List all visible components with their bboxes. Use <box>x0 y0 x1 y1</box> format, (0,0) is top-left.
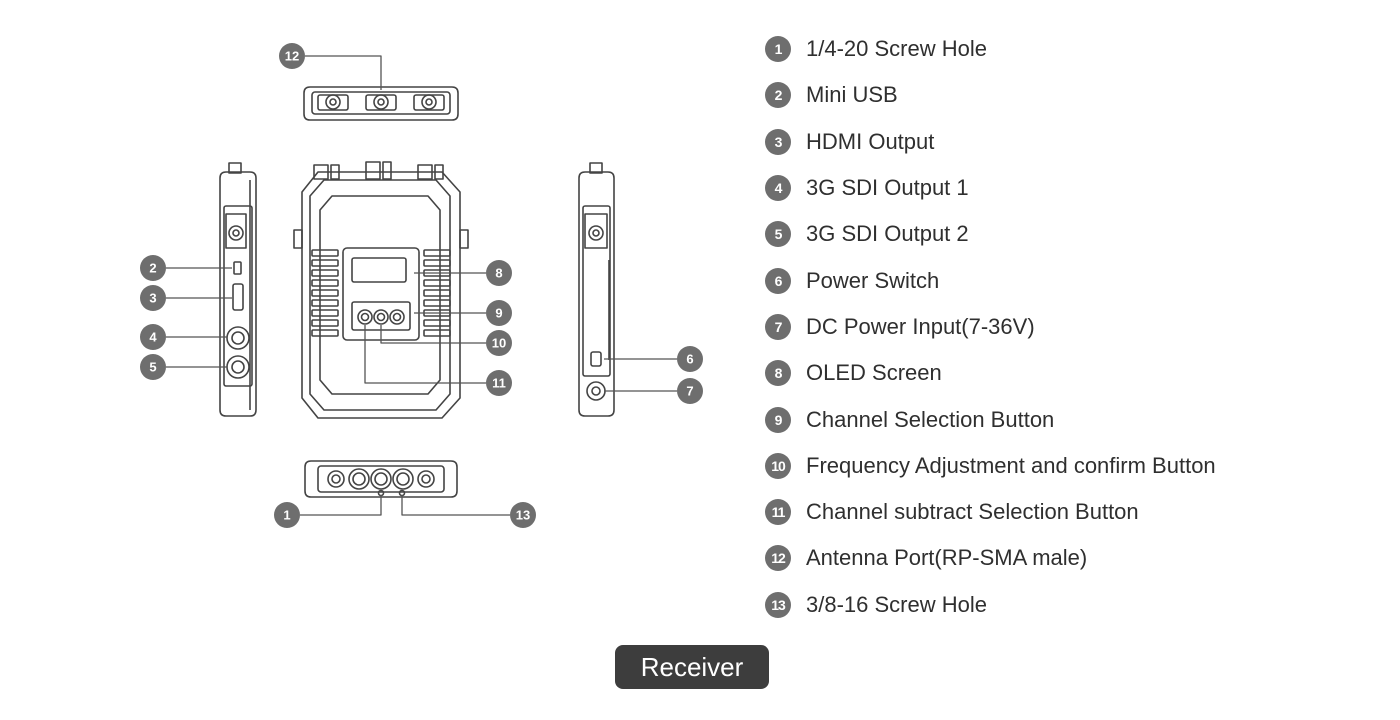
svg-text:9: 9 <box>495 306 502 321</box>
legend-item: 6 Power Switch <box>765 257 1385 303</box>
screw-hole-1-4-20 <box>377 489 385 497</box>
parts-legend: 1 1/4-20 Screw Hole 2 Mini USB 3 HDMI Outpu… <box>765 26 1385 628</box>
legend-label: Mini USB <box>806 82 898 108</box>
legend-item: 11 Channel subtract Selection Button <box>765 489 1385 535</box>
svg-text:4: 4 <box>149 330 157 345</box>
legend-label: 3G SDI Output 2 <box>806 221 969 247</box>
legend-label: 1/4-20 Screw Hole <box>806 36 987 62</box>
number-badge: 9 <box>765 406 791 433</box>
legend-item: 2 Mini USB <box>765 72 1385 118</box>
receiver-diagram: 12 2 3 4 5 8 9 10 11 6 7 1 13 <box>140 43 703 528</box>
legend-label: HDMI Output <box>806 128 935 154</box>
antenna-port-center <box>365 94 397 111</box>
number-badge: 6 <box>765 267 791 294</box>
svg-text:7: 7 <box>686 384 693 399</box>
number-badge: 12 <box>765 545 791 572</box>
svg-text:8: 8 <box>495 266 502 281</box>
hdmi-port <box>232 283 244 311</box>
vent-slots-left <box>311 249 339 337</box>
mini-usb-port <box>233 261 242 275</box>
callout-11: 11 <box>486 370 512 396</box>
receiver-caption: Receiver <box>615 645 769 689</box>
screw-hole-3-8-16 <box>398 489 406 497</box>
antenna-stubs <box>313 161 444 180</box>
callout-7: 7 <box>677 378 703 404</box>
legend-label: 3G SDI Output 1 <box>806 175 969 201</box>
dc-power-input <box>586 381 606 401</box>
leader-lines <box>166 55 677 516</box>
legend-label: Channel Selection Button <box>806 406 1055 432</box>
number-badge: 4 <box>765 175 791 202</box>
number-badge: 3 <box>765 128 791 155</box>
top-view-device <box>303 86 459 121</box>
svg-text:2: 2 <box>149 261 156 276</box>
number-badge: 11 <box>765 499 791 526</box>
callout-badges: 12 2 3 4 5 8 9 10 11 6 7 1 13 <box>140 43 703 528</box>
legend-item: 7 DC Power Input(7-36V) <box>765 304 1385 350</box>
vent-slots-right <box>423 249 451 337</box>
antenna-port-left <box>317 94 349 111</box>
callout-9: 9 <box>486 300 512 326</box>
left-side-view-device <box>219 162 257 417</box>
power-switch <box>590 351 602 367</box>
callout-5: 5 <box>140 354 166 380</box>
legend-item: 4 3G SDI Output 1 <box>765 165 1385 211</box>
legend-item: 10 Frequency Adjustment and confirm Butto… <box>765 443 1385 489</box>
front-view-device <box>293 161 469 419</box>
svg-text:5: 5 <box>149 360 156 375</box>
right-side-view-device <box>578 162 615 417</box>
svg-text:1: 1 <box>283 508 290 523</box>
legend-item: 3 HDMI Output <box>765 119 1385 165</box>
callout-13: 13 <box>510 502 536 528</box>
legend-item: 13 3/8-16 Screw Hole <box>765 582 1385 628</box>
legend-label: Frequency Adjustment and confirm Button <box>806 452 1216 478</box>
svg-text:11: 11 <box>492 376 506 391</box>
legend-label: OLED Screen <box>806 360 942 386</box>
legend-item: 5 3G SDI Output 2 <box>765 211 1385 257</box>
callout-8: 8 <box>486 260 512 286</box>
svg-text:6: 6 <box>686 352 693 367</box>
number-badge: 8 <box>765 360 791 387</box>
legend-label: 3/8-16 Screw Hole <box>806 591 987 617</box>
svg-text:13: 13 <box>516 508 530 523</box>
legend-label: Antenna Port(RP-SMA male) <box>806 545 1088 571</box>
bottom-view-device <box>304 460 458 498</box>
legend-item: 9 Channel Selection Button <box>765 396 1385 442</box>
number-badge: 7 <box>765 313 791 340</box>
oled-screen <box>351 257 407 283</box>
number-badge: 13 <box>765 591 791 618</box>
callout-4: 4 <box>140 324 166 350</box>
number-badge: 10 <box>765 452 791 479</box>
legend-label: Channel subtract Selection Button <box>806 499 1139 525</box>
number-badge: 1 <box>765 36 791 63</box>
legend-label: Power Switch <box>806 267 940 293</box>
callout-3: 3 <box>140 285 166 311</box>
front-buttons <box>357 309 405 325</box>
sdi-port-1 <box>226 326 250 350</box>
svg-text:3: 3 <box>149 291 156 306</box>
callout-10: 10 <box>486 330 512 356</box>
legend-item: 8 OLED Screen <box>765 350 1385 396</box>
callout-1: 1 <box>274 502 300 528</box>
callout-12: 12 <box>279 43 305 69</box>
number-badge: 2 <box>765 82 791 109</box>
legend-item: 12 Antenna Port(RP-SMA male) <box>765 535 1385 581</box>
sdi-port-2 <box>226 355 250 379</box>
number-badge: 5 <box>765 221 791 248</box>
svg-text:12: 12 <box>285 49 299 64</box>
legend-label: DC Power Input(7-36V) <box>806 313 1035 339</box>
svg-text:10: 10 <box>492 336 506 351</box>
callout-6: 6 <box>677 346 703 372</box>
legend-item: 1 1/4-20 Screw Hole <box>765 26 1385 72</box>
antenna-port-right <box>413 94 445 111</box>
callout-2: 2 <box>140 255 166 281</box>
